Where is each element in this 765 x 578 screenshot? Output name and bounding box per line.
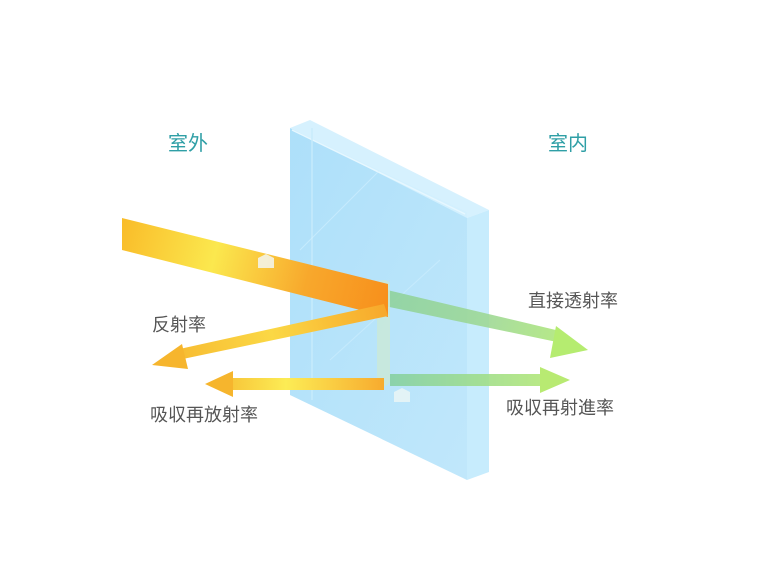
absorbed-reentry-label: 吸収再射進率 bbox=[506, 398, 614, 419]
glass-side-edge bbox=[467, 210, 489, 480]
absorbed-reemit-arrow bbox=[205, 371, 384, 397]
outdoor-label: 室外 bbox=[168, 131, 208, 155]
glass-top-edge bbox=[290, 120, 489, 218]
beam-exit-marker bbox=[394, 388, 410, 402]
indoor-label: 室内 bbox=[548, 131, 588, 155]
direct-transmittance-arrow bbox=[380, 289, 588, 358]
reflectance-arrow bbox=[152, 304, 388, 369]
direct-transmittance-label: 直接透射率 bbox=[528, 291, 618, 312]
beam-entry-marker bbox=[258, 254, 274, 268]
reflectance-label: 反射率 bbox=[152, 315, 206, 336]
absorbed-reemit-label: 吸収再放射率 bbox=[150, 405, 258, 426]
incident-beam bbox=[122, 218, 388, 317]
glass-reflection-streak bbox=[299, 169, 381, 251]
absorbed-reentry-arrow bbox=[390, 367, 570, 393]
